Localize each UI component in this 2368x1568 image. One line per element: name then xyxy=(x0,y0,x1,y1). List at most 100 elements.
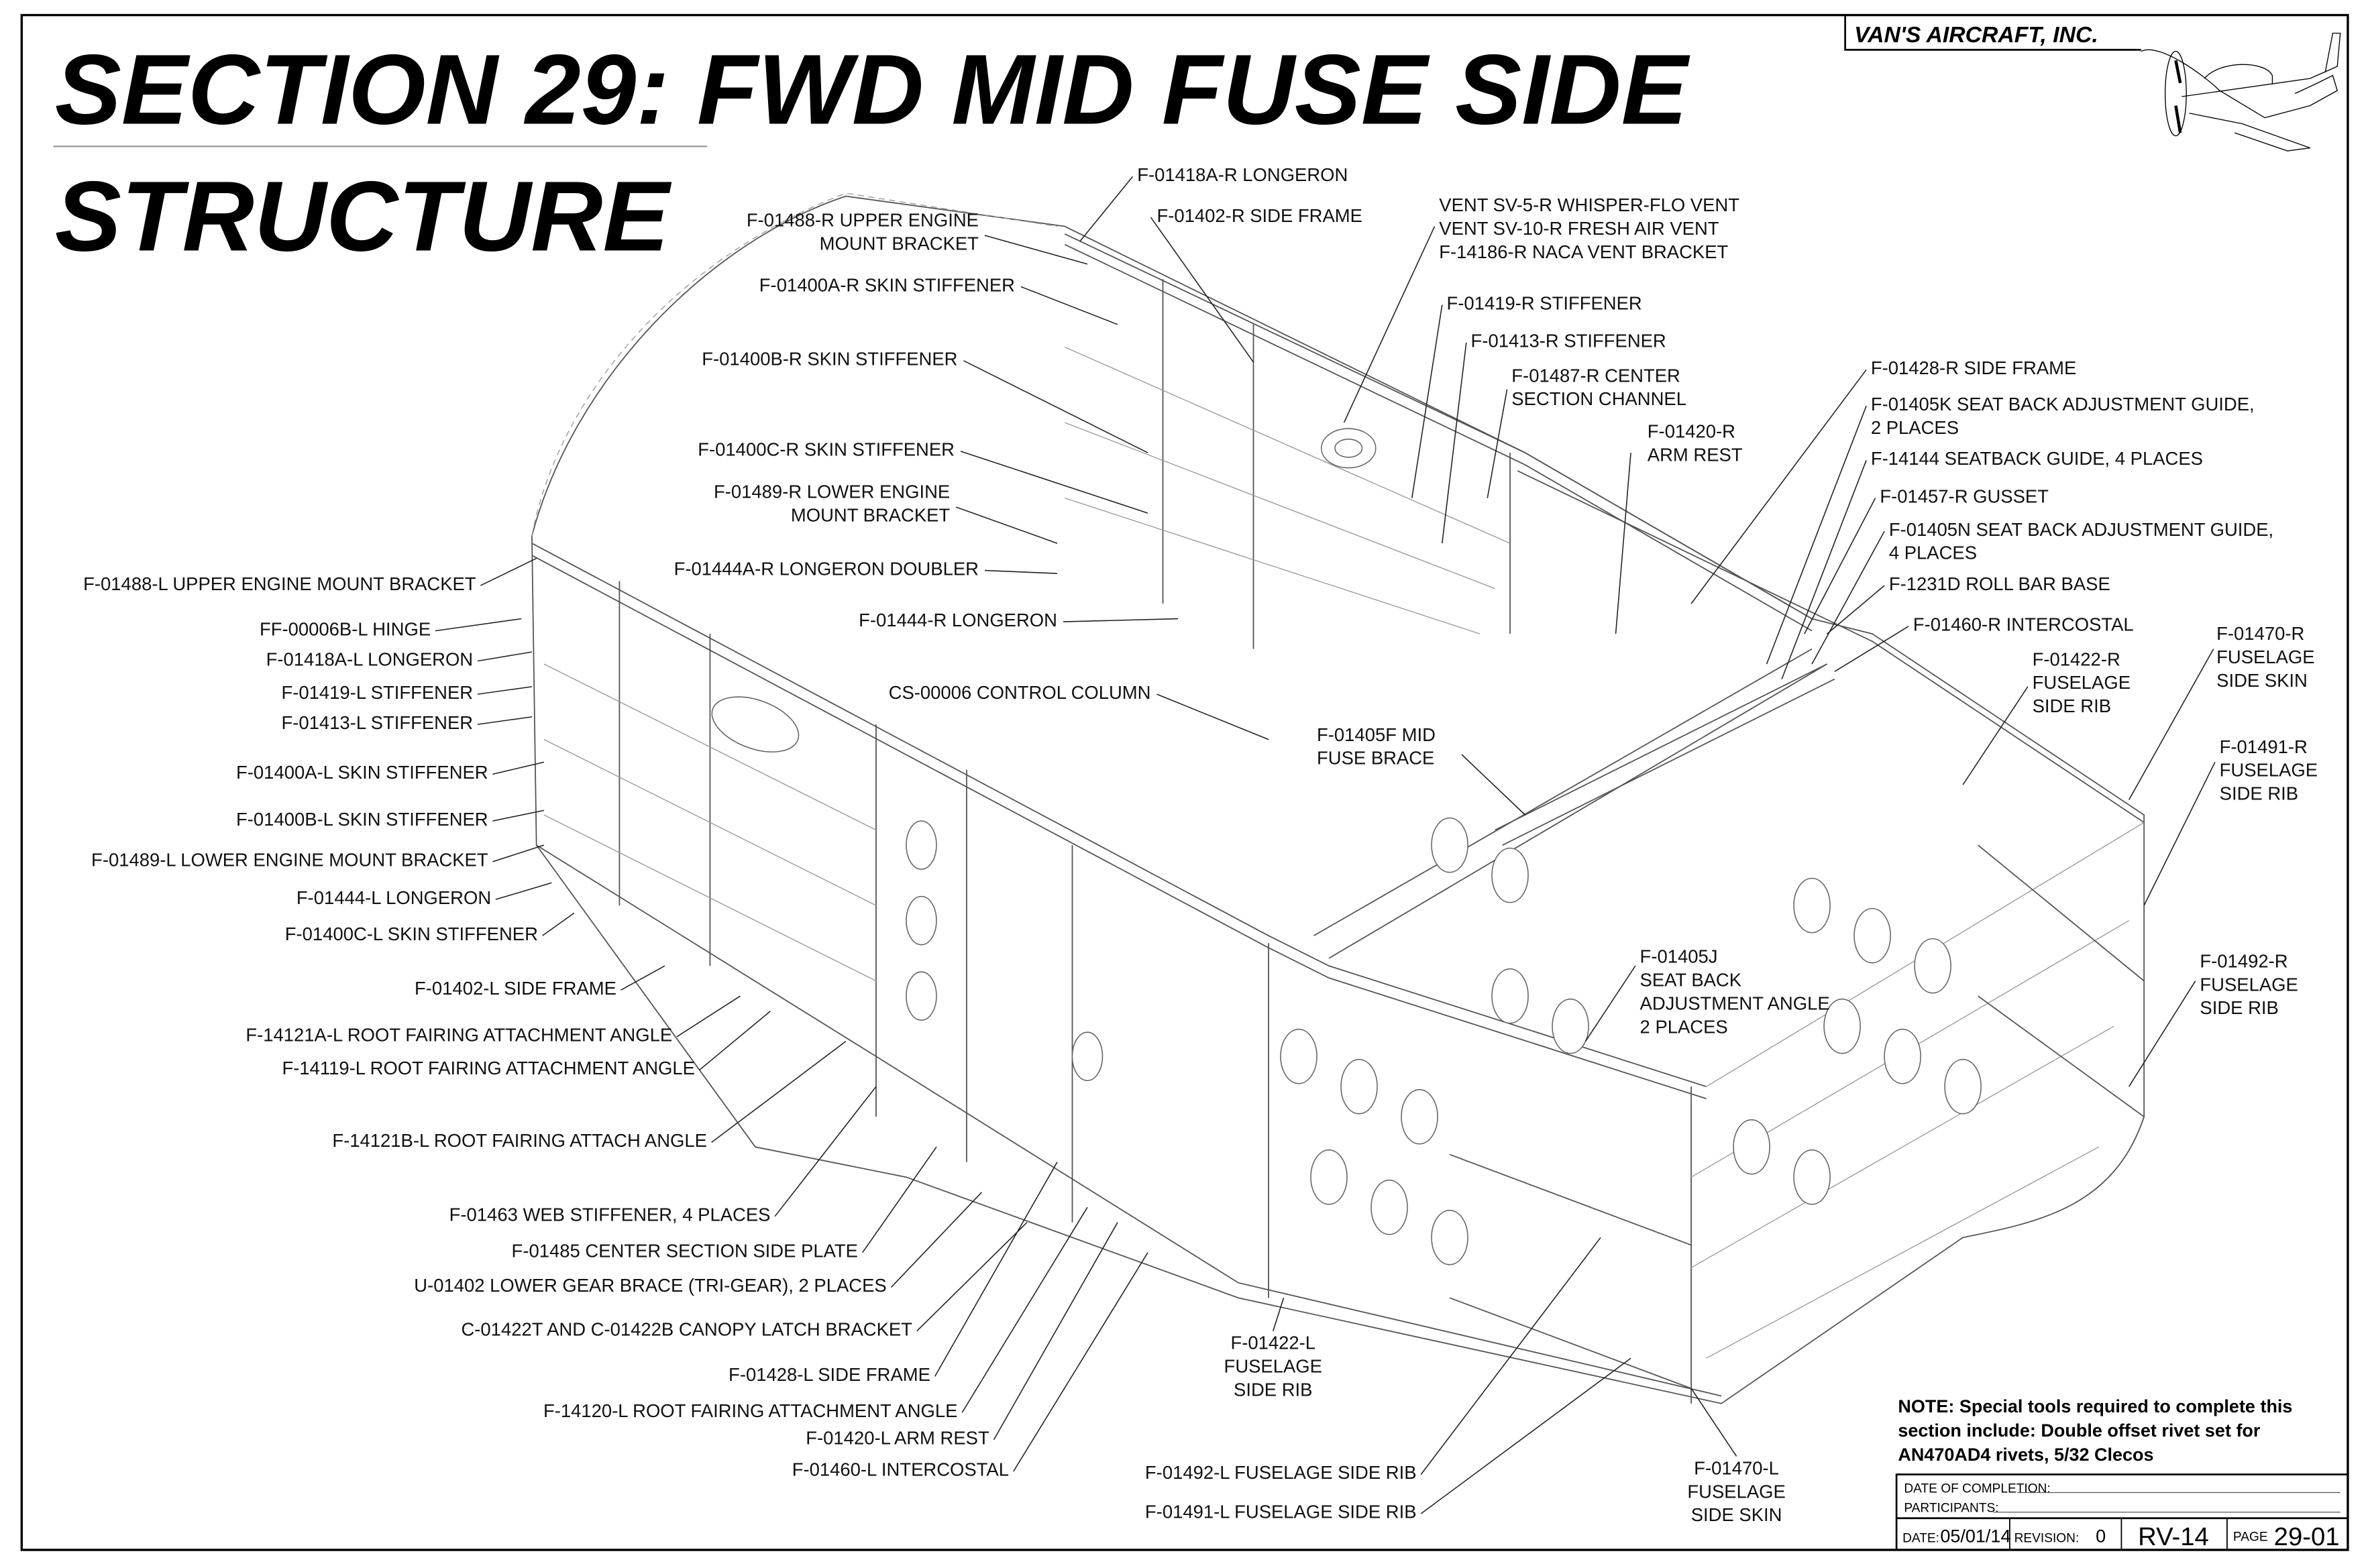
date-of-completion-label: DATE OF COMPLETION: xyxy=(1904,1481,2050,1496)
part-callout-label: F-01419-L STIFFENER xyxy=(281,682,473,703)
part-callout-label: F-14144 SEATBACK GUIDE, 4 PLACES xyxy=(1871,448,2203,469)
note-line: NOTE: Special tools required to complete… xyxy=(1898,1396,2292,1416)
part-callout-label: F-01444-L LONGERON xyxy=(297,887,491,908)
title-block: DATE OF COMPLETION: PARTICIPANTS: DATE: … xyxy=(1895,1473,2349,1551)
part-callout-line: MOUNT BRACKET xyxy=(820,233,979,254)
part-callout-line: SIDE RIB xyxy=(2220,783,2298,804)
part-callout-line: F-14144 SEATBACK GUIDE, 4 PLACES xyxy=(1871,448,2203,469)
part-callout-line: F-01489-R LOWER ENGINE xyxy=(714,482,950,502)
part-callout-line: F-01488-L UPPER ENGINE MOUNT BRACKET xyxy=(83,573,476,594)
callout-leader-line xyxy=(542,912,575,936)
part-callout-line: SIDE RIB xyxy=(2200,997,2278,1018)
part-callout-line: F-01444-R LONGERON xyxy=(859,610,1057,630)
part-callout-label: F-01418A-R LONGERON xyxy=(1137,164,1348,185)
part-callout-line: F-01400A-L SKIN STIFFENER xyxy=(236,762,488,783)
callout-leader-line xyxy=(492,844,545,862)
callout-leader-line xyxy=(1343,226,1436,423)
callout-leader-line xyxy=(1827,585,1885,634)
part-callout-line: F-01470-L xyxy=(1694,1457,1779,1478)
part-callout-line: FUSELAGE xyxy=(2200,974,2298,995)
part-callout-label: F-14119-L ROOT FAIRING ATTACHMENT ANGLE xyxy=(282,1058,694,1078)
part-callout-line: 2 PLACES xyxy=(1640,1016,1728,1037)
part-callout-line: VENT SV-5-R WHISPER-FLO VENT xyxy=(1439,194,1739,215)
part-callout-line: F-01460-R INTERCOSTAL xyxy=(1913,614,2134,635)
callout-leader-line xyxy=(993,1222,1118,1441)
part-callout-label: F-14121B-L ROOT FAIRING ATTACH ANGLE xyxy=(332,1130,707,1151)
part-callout-line: SIDE RIB xyxy=(1234,1379,1312,1400)
part-callout-label: F-01405K SEAT BACK ADJUSTMENT GUIDE,2 PL… xyxy=(1871,394,2255,438)
part-callout-line: F-01428-R SIDE FRAME xyxy=(1871,357,2076,378)
part-callout-line: FUSELAGE xyxy=(2033,672,2131,693)
part-callout-line: F-01420-R xyxy=(1648,421,1735,442)
part-callout-label: F-01428-R SIDE FRAME xyxy=(1871,357,2076,378)
callout-leader-line xyxy=(477,651,533,662)
vans-aircraft-logo: VAN'S AIRCRAFT, INC. xyxy=(1844,15,2341,152)
callout-leader-line xyxy=(1834,626,1909,673)
callout-leader-line xyxy=(984,235,1088,265)
callout-leader-line xyxy=(1420,1237,1601,1475)
callout-leader-line xyxy=(1766,406,1867,665)
callout-labels: F-01488-L UPPER ENGINE MOUNT BRACKETFF-0… xyxy=(83,164,2318,1525)
part-callout-line: F-14121A-L ROOT FAIRING ATTACHMENT ANGLE xyxy=(246,1025,672,1046)
part-callout-line: F-14121B-L ROOT FAIRING ATTACH ANGLE xyxy=(332,1130,707,1151)
part-callout-line: FUSELAGE xyxy=(2216,647,2314,667)
part-callout-label: F-14121A-L ROOT FAIRING ATTACHMENT ANGLE xyxy=(246,1025,672,1046)
callout-leader-line xyxy=(492,761,545,775)
part-callout-line: F-1231D ROLL BAR BASE xyxy=(1889,573,2110,594)
part-callout-label: U-01402 LOWER GEAR BRACE (TRI-GEAR), 2 P… xyxy=(414,1275,886,1296)
part-callout-line: ARM REST xyxy=(1648,444,1743,465)
part-callout-line: F-01422-R xyxy=(2033,649,2120,669)
part-callout-line: F-01419-L STIFFENER xyxy=(281,682,473,703)
callout-leader-line xyxy=(1273,1297,1285,1331)
callout-leader-line xyxy=(1063,618,1179,622)
part-callout-label: F-01400C-L SKIN STIFFENER xyxy=(285,923,538,944)
callout-leader-line xyxy=(480,557,537,586)
sheet-border xyxy=(20,13,2349,1551)
part-callout-line: F-01420-L ARM REST xyxy=(806,1427,989,1448)
callout-leader-line xyxy=(963,360,1148,453)
callout-leader-line xyxy=(1811,530,1885,665)
airplane-icon xyxy=(2141,32,2341,152)
part-callout-line: F-01402-L SIDE FRAME xyxy=(415,978,616,999)
callout-leader-line xyxy=(1079,176,1134,242)
part-callout-line: SIDE RIB xyxy=(2033,695,2111,716)
part-callout-label: F-01489-L LOWER ENGINE MOUNT BRACKET xyxy=(91,850,488,871)
part-callout-label: F-01460-L INTERCOSTAL xyxy=(792,1459,1009,1480)
callout-leader-line xyxy=(862,1146,937,1253)
part-callout-label: F-01413-R STIFFENER xyxy=(1471,331,1666,351)
callout-leader-line xyxy=(1442,342,1467,544)
part-callout-line: F-01428-L SIDE FRAME xyxy=(729,1364,930,1385)
part-callout-line: FUSELAGE xyxy=(2220,760,2318,781)
part-callout-line: F-01487-R CENTER xyxy=(1511,365,1680,386)
part-callout-label: CS-00006 CONTROL COLUMN xyxy=(889,682,1151,703)
part-callout-label: F-01400B-L SKIN STIFFENER xyxy=(236,809,488,830)
part-callout-label: F-01418A-L LONGERON xyxy=(266,649,474,669)
callout-leader-line xyxy=(1487,389,1508,498)
part-callout-line: F-01470-R xyxy=(2216,623,2304,644)
callout-leader-line xyxy=(1584,965,1636,1042)
part-callout-line: F-14186-R NACA VENT BRACKET xyxy=(1439,241,1728,262)
part-callout-line: F-01419-R STIFFENER xyxy=(1447,292,1642,313)
part-callout-label: F-01400A-R SKIN STIFFENER xyxy=(759,274,1015,295)
part-callout-line: SEAT BACK xyxy=(1640,970,1741,991)
model-name: RV-14 xyxy=(2138,1522,2209,1551)
part-callout-line: F-01405J xyxy=(1640,946,1718,967)
callout-leader-line xyxy=(916,1222,1028,1332)
part-callout-line: F-01457-R GUSSET xyxy=(1880,486,2049,506)
callout-leader-line xyxy=(1804,498,1876,634)
callout-leader-line xyxy=(477,716,533,725)
part-callout-line: F-01413-L STIFFENER xyxy=(281,712,473,733)
part-callout-line: F-01400A-R SKIN STIFFENER xyxy=(759,274,1015,295)
part-callout-label: F-01457-R GUSSET xyxy=(1880,486,2049,506)
date-label: DATE: xyxy=(1902,1532,1939,1546)
part-callout-line: F-01405K SEAT BACK ADJUSTMENT GUIDE, xyxy=(1871,394,2255,414)
callout-leader-line xyxy=(1420,1357,1631,1514)
revision-value: 0 xyxy=(2096,1526,2106,1547)
